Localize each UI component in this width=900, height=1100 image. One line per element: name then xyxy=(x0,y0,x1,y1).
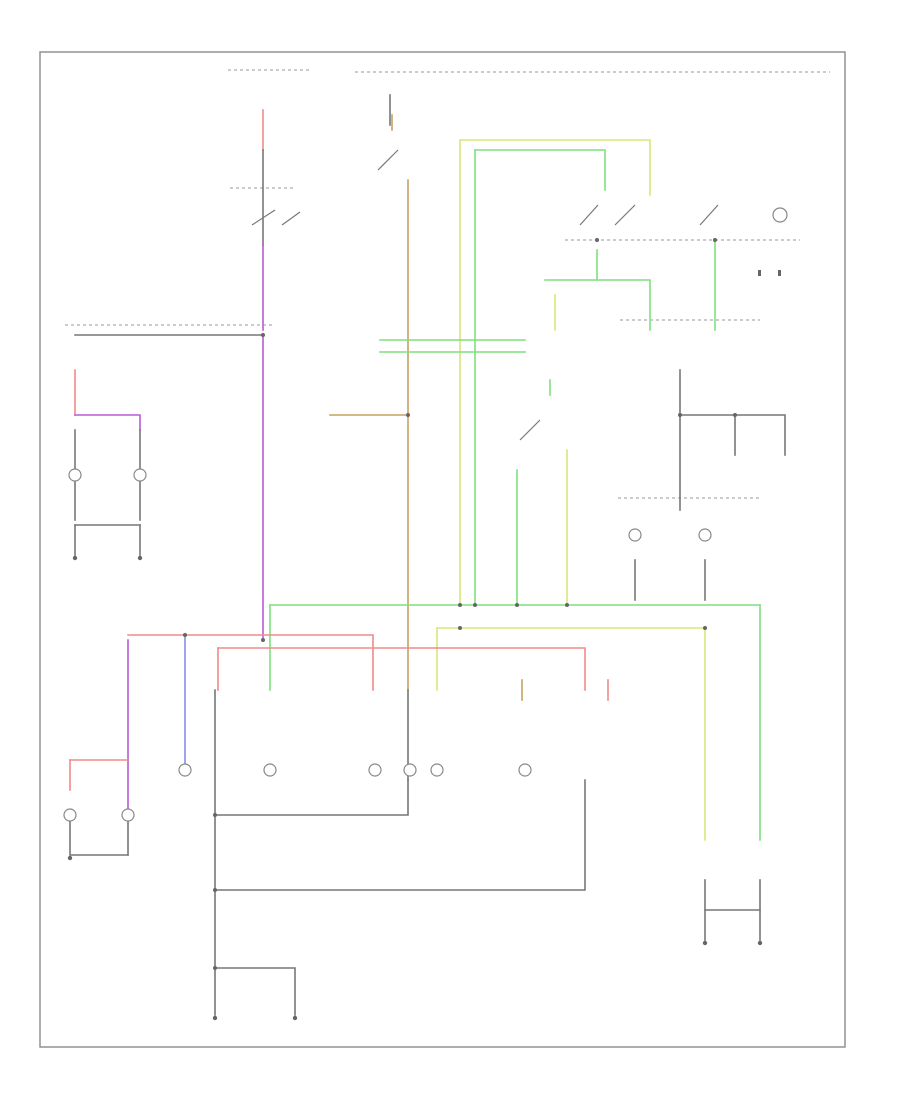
wire-red-bus-lower xyxy=(217,647,586,691)
hazard-switch-contact-3 xyxy=(699,204,719,226)
splice-13 xyxy=(678,413,682,417)
wire-black-ground-h2 xyxy=(214,779,586,891)
ground-left-1 xyxy=(72,555,78,561)
lamp-row-2 xyxy=(263,763,277,777)
splice-14 xyxy=(733,413,737,417)
lamp-left-front-2 xyxy=(133,468,147,482)
flasher-unit xyxy=(772,207,788,223)
ground-bottom-1 xyxy=(212,1015,218,1021)
ground-left-2 xyxy=(137,555,143,561)
ground-right-2 xyxy=(757,940,763,946)
wire-green-top xyxy=(474,149,606,191)
lamp-row-3 xyxy=(368,763,382,777)
splice-8 xyxy=(703,626,707,630)
hazard-switch-contact-1 xyxy=(579,204,599,226)
connector-flasher-2 xyxy=(778,270,781,276)
wire-black-right-branch xyxy=(679,414,786,456)
connector-flasher-1 xyxy=(758,270,761,276)
splice-12 xyxy=(213,966,217,970)
lamp-row-7 xyxy=(63,808,77,822)
combination-switch-contact xyxy=(251,209,301,226)
splice-1 xyxy=(261,638,265,642)
splice-3 xyxy=(458,603,462,607)
lamp-row-4 xyxy=(403,763,417,777)
splice-2 xyxy=(183,633,187,637)
splice-6 xyxy=(565,603,569,607)
splice-15 xyxy=(261,333,265,337)
wire-black-ground-h1 xyxy=(214,779,409,816)
ground-bottom-2 xyxy=(292,1015,298,1021)
lamp-left-front-1 xyxy=(68,468,82,482)
wire-yellow-top xyxy=(459,139,651,196)
lamp-right-front-1 xyxy=(628,528,642,542)
splice-17 xyxy=(713,238,717,242)
splice-10 xyxy=(213,813,217,817)
splice-9 xyxy=(406,413,410,417)
wire-purple-left-hl xyxy=(74,414,141,431)
stop-lamp-switch-contact xyxy=(377,149,399,171)
wire-green-relay xyxy=(544,279,651,331)
lamp-row-5 xyxy=(430,763,444,777)
diagram-frame xyxy=(39,51,846,1048)
lamp-right-front-2 xyxy=(698,528,712,542)
ground-right-1 xyxy=(702,940,708,946)
wire-black-ground-h3 xyxy=(214,967,296,1016)
splice-4 xyxy=(473,603,477,607)
splice-7 xyxy=(458,626,462,630)
lamp-row-1 xyxy=(178,763,192,777)
wire-red-bus-top xyxy=(127,634,374,691)
wire-black-lamp-gnds xyxy=(69,819,129,856)
ground-mid-1 xyxy=(67,855,73,861)
turn-switch-contact xyxy=(519,419,541,441)
lamp-row-8 xyxy=(121,808,135,822)
splice-5 xyxy=(515,603,519,607)
lamp-row-6 xyxy=(518,763,532,777)
splice-16 xyxy=(595,238,599,242)
splice-11 xyxy=(213,888,217,892)
hazard-switch-contact-2 xyxy=(614,204,636,226)
